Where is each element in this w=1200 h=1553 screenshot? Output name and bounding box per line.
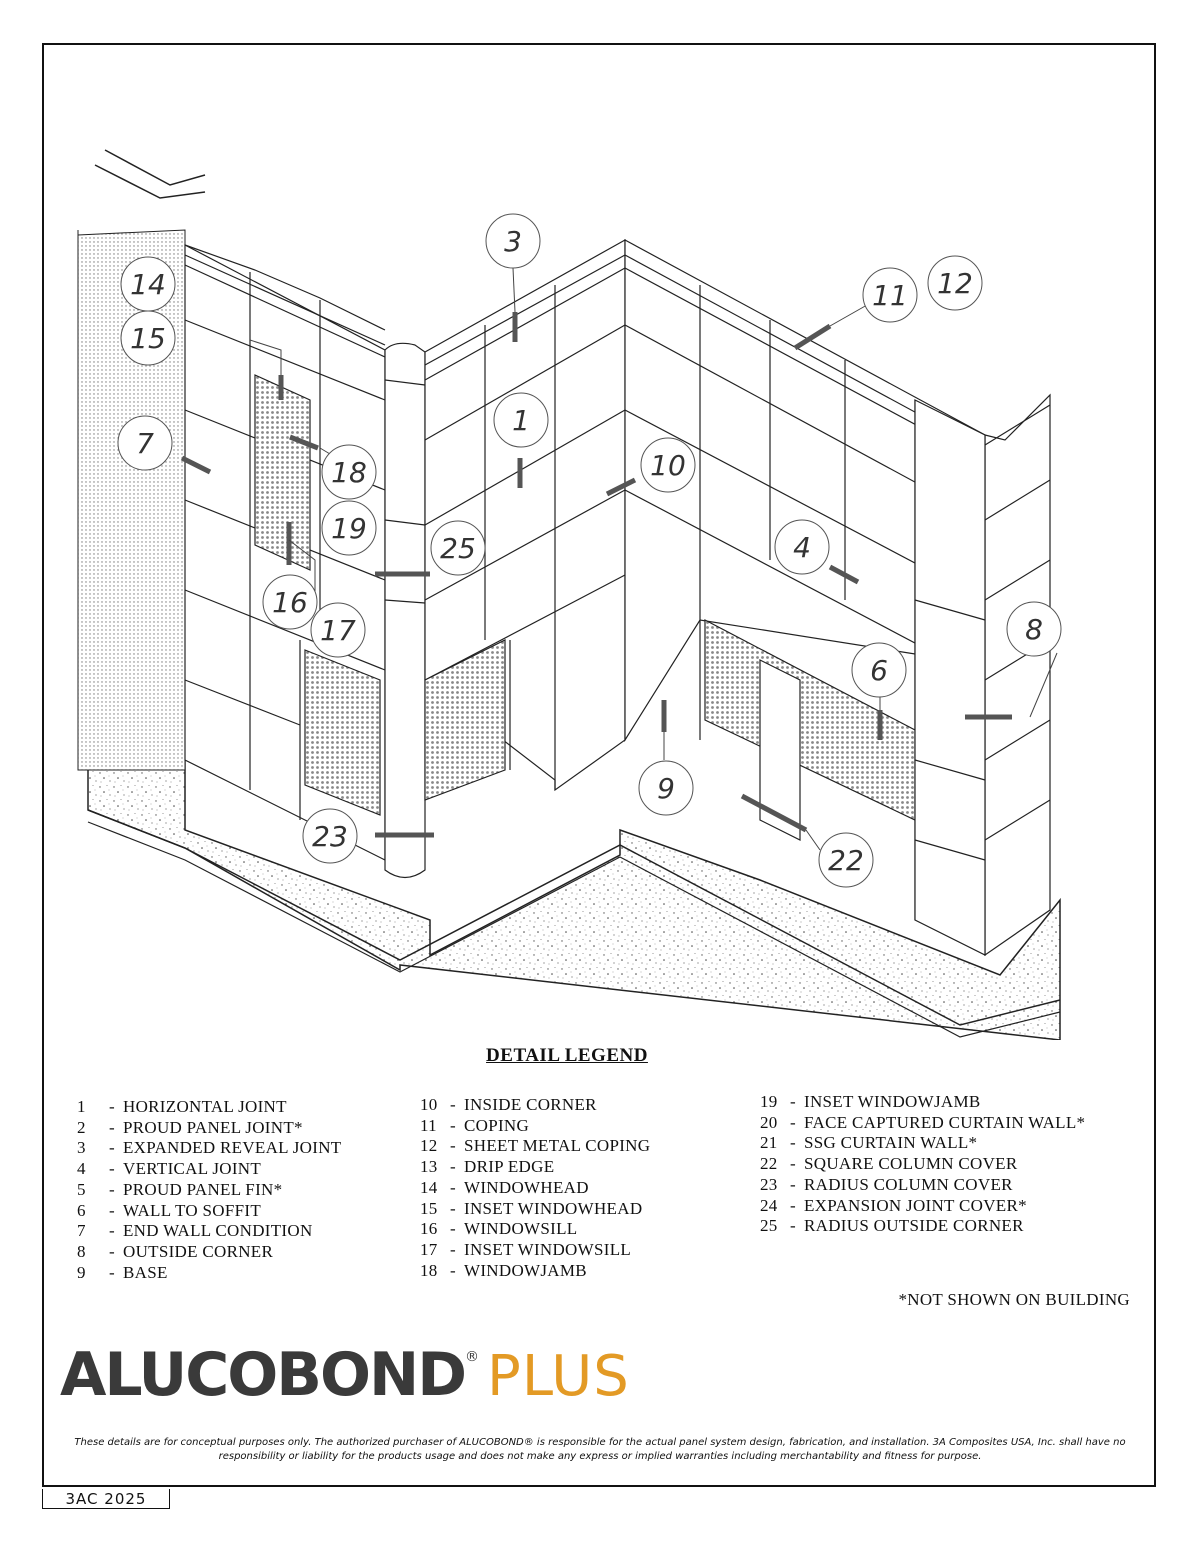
ground-slab bbox=[87, 733, 1061, 1040]
callout-16: 16 bbox=[262, 574, 318, 630]
svg-text:23: 23 bbox=[312, 820, 348, 853]
isometric-building-drawing: 3 1 10 11 12 4 6 8 9 22 23 25 bbox=[77, 149, 1062, 1040]
svg-text:9: 9 bbox=[657, 772, 675, 805]
svg-text:22: 22 bbox=[828, 844, 864, 877]
callout-3: 3 bbox=[485, 213, 541, 269]
legend-item: 24-EXPANSION JOINT COVER* bbox=[760, 1195, 1027, 1215]
legend-item: 14-WINDOWHEAD bbox=[420, 1177, 589, 1197]
drawing-border bbox=[42, 43, 1156, 1487]
legend-item: 9-BASE bbox=[77, 1262, 168, 1282]
callout-1: 1 bbox=[493, 392, 549, 448]
legend-item: 18-WINDOWJAMB bbox=[420, 1260, 587, 1280]
legend-item: 6-WALL TO SOFFIT bbox=[77, 1200, 262, 1220]
svg-text:16: 16 bbox=[272, 586, 308, 619]
callout-25: 25 bbox=[430, 520, 486, 576]
legend-column-2: 10-INSIDE CORNER 11-COPING 12-SHEET META… bbox=[420, 1095, 650, 1281]
svg-text:3: 3 bbox=[504, 225, 522, 258]
legend-column-1: 1-HORIZONTAL JOINT 2-PROUD PANEL JOINT* … bbox=[77, 1097, 341, 1283]
svg-text:11: 11 bbox=[872, 279, 908, 312]
legend-item: 1-HORIZONTAL JOINT bbox=[77, 1097, 287, 1116]
legend-item: 13-DRIP EDGE bbox=[420, 1157, 555, 1177]
legend-item: 22-SQUARE COLUMN COVER bbox=[760, 1154, 1018, 1174]
svg-text:6: 6 bbox=[870, 654, 888, 687]
logo-registered-mark: ® bbox=[465, 1349, 480, 1365]
legend-item: 7-END WALL CONDITION bbox=[77, 1221, 313, 1241]
callout-6: 6 bbox=[851, 642, 907, 698]
svg-text:8: 8 bbox=[1025, 613, 1043, 646]
logo-plus: PLUS bbox=[487, 1344, 630, 1409]
right-facade bbox=[624, 238, 986, 920]
legend-item: 8-OUTSIDE CORNER bbox=[77, 1241, 274, 1261]
adjacent-building bbox=[77, 149, 206, 771]
legend-item: 4-VERTICAL JOINT bbox=[77, 1159, 262, 1179]
logo-brand: ALUCOBOND bbox=[60, 1340, 467, 1410]
legend-item: 21-SSG CURTAIN WALL* bbox=[760, 1133, 978, 1153]
left-wing-facade bbox=[184, 244, 386, 861]
svg-text:12: 12 bbox=[937, 267, 973, 300]
sheet-stamp: 3AC 2025 bbox=[42, 1489, 170, 1509]
svg-text:4: 4 bbox=[793, 531, 811, 564]
callout-4: 4 bbox=[774, 519, 830, 575]
legend-item: 12-SHEET METAL COPING bbox=[420, 1136, 651, 1156]
legend-item: 15-INSET WINDOWHEAD bbox=[420, 1198, 643, 1218]
svg-text:10: 10 bbox=[650, 449, 686, 482]
legend-title: DETAIL LEGEND bbox=[486, 1045, 648, 1066]
legend-item: 2-PROUD PANEL JOINT* bbox=[77, 1117, 303, 1137]
svg-text:19: 19 bbox=[331, 512, 367, 545]
svg-text:18: 18 bbox=[331, 456, 367, 489]
legend-item: 19-INSET WINDOWJAMB bbox=[760, 1092, 981, 1111]
callout-19: 19 bbox=[321, 500, 377, 556]
radius-corner-column bbox=[384, 342, 426, 879]
svg-text:15: 15 bbox=[130, 322, 166, 355]
legend-item: 3-EXPANDED REVEAL JOINT bbox=[77, 1138, 342, 1158]
callout-14: 14 bbox=[120, 256, 176, 312]
central-facade bbox=[424, 238, 626, 801]
legend-column-3: 19-INSET WINDOWJAMB 20-FACE CAPTURED CUR… bbox=[760, 1092, 1085, 1237]
callout-17: 17 bbox=[310, 602, 366, 658]
not-shown-note: *NOT SHOWN ON BUILDING bbox=[898, 1290, 1130, 1309]
legend-item: 25-RADIUS OUTSIDE CORNER bbox=[760, 1216, 1024, 1236]
callout-23: 23 bbox=[302, 808, 358, 864]
callout-18: 18 bbox=[321, 444, 377, 500]
svg-text:25: 25 bbox=[440, 532, 476, 565]
callout-22: 22 bbox=[818, 832, 874, 888]
svg-text:14: 14 bbox=[130, 268, 166, 301]
leader-marks bbox=[180, 312, 1012, 838]
callout-7: 7 bbox=[117, 415, 173, 471]
callout-11: 11 bbox=[862, 267, 918, 323]
legend-item: 11-COPING bbox=[420, 1115, 530, 1135]
legend-item: 17-INSET WINDOWSILL bbox=[420, 1239, 632, 1259]
svg-text:17: 17 bbox=[320, 614, 356, 647]
callout-8: 8 bbox=[1006, 601, 1062, 657]
callout-9: 9 bbox=[638, 760, 694, 816]
callout-12: 12 bbox=[927, 255, 983, 311]
callout-15: 15 bbox=[120, 310, 176, 366]
legend-item: 16-WINDOWSILL bbox=[420, 1219, 578, 1239]
right-wing-facade bbox=[914, 393, 1051, 957]
disclaimer-text: These details are for conceptual purpose… bbox=[74, 1437, 1126, 1462]
legend-item: 5-PROUD PANEL FIN* bbox=[77, 1179, 283, 1199]
alucobond-plus-logo: ALUCOBOND® PLUS bbox=[60, 1340, 630, 1410]
legend-item: 10-INSIDE CORNER bbox=[420, 1095, 597, 1114]
legend-item: 23-RADIUS COLUMN COVER bbox=[760, 1174, 1013, 1194]
svg-text:7: 7 bbox=[136, 427, 154, 460]
legend-item: 20-FACE CAPTURED CURTAIN WALL* bbox=[760, 1112, 1086, 1132]
svg-text:1: 1 bbox=[512, 404, 530, 437]
callout-10: 10 bbox=[640, 437, 696, 493]
